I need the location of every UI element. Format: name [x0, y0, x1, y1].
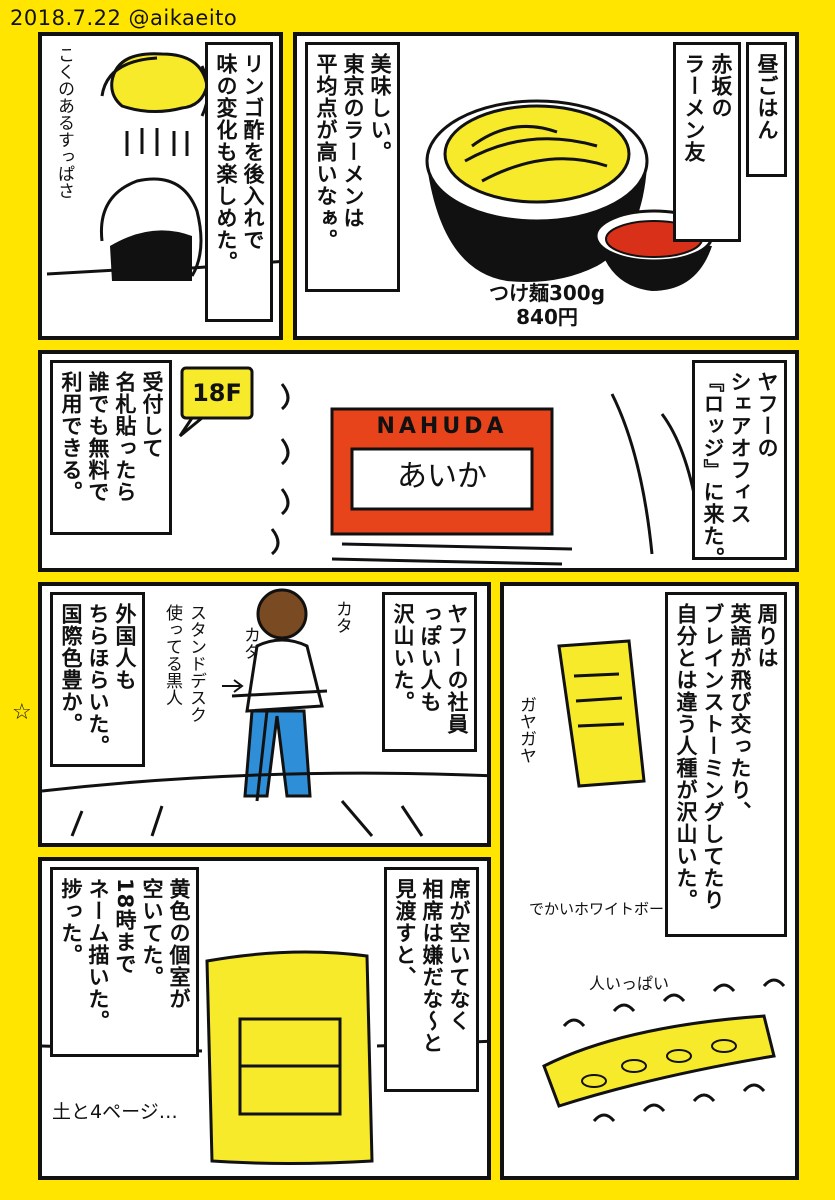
caption-foreigners: 外国人も ちらほらいた。 国際色豊か。 [50, 592, 145, 767]
handwriting-rich-sour: こくのあるすっぱさ [54, 46, 74, 199]
panel-employees: スタンドデスク 使ってる黒人 カタ カタ ヤフーの社員 っぽい人も 沢山いた。 … [38, 582, 491, 847]
panel-international: ガヤガヤ でかいホワイトボード 人いっぱい 周りは 英語が飛び交ったり、 ブレイ… [500, 582, 799, 1180]
caption-place: 赤坂の ラーメン友 [673, 42, 741, 242]
handwriting-whiteboard: でかいホワイトボード [528, 900, 679, 918]
panel-yahoo-lodge: 18F NAHUDA あいか ヤフーの シェアオフィス 『ロッジ』に来た。 受付… [38, 350, 799, 572]
whiteboard-illustration [542, 639, 786, 1123]
panel-yellow-room: 土と4ページ… 席が空いてなく 相席は嫌だな〜と 見渡すと、 黄色の個室が 空い… [38, 857, 491, 1180]
yellow-room-illustration [42, 950, 487, 1165]
star-icon: ☆ [12, 700, 32, 725]
nametag-header: NAHUDA [376, 414, 508, 439]
caption-title: 昼ごはん [746, 42, 787, 177]
menu-item-name: つけ麺300g [488, 281, 606, 305]
handwriting-four-pages: 土と4ページ… [52, 1101, 178, 1123]
standing-desk-illustration [42, 588, 487, 837]
menu-item-price: 840円 [516, 305, 578, 329]
floor-sign: 18F [192, 379, 242, 407]
date-credit: 2018.7.22 @aikaeito [10, 6, 238, 30]
nametag-name: あいか [397, 459, 487, 494]
caption-comment: 美味しい。 東京のラーメンは 平均点が高いなぁ。 [305, 42, 400, 292]
panel-apple-vinegar: こくのあるすっぱさ リンゴ酢を後入れで 味の変化も楽しめた。 [38, 32, 283, 340]
caption-no-seats: 席が空いてなく 相席は嫌だな〜と 見渡すと、 [384, 867, 479, 1092]
sfx-kata-1: カタ [332, 600, 352, 634]
panel-ramen: 昼ごはん 赤坂の ラーメン友 美味しい。 東京のラーメンは 平均点が高いなぁ。 … [293, 32, 799, 340]
sfx-kata-2: カタ [240, 626, 260, 660]
caption-lodge-arrival: ヤフーの シェアオフィス 『ロッジ』に来た。 [692, 360, 787, 568]
handwriting-standing-desk: スタンドデスク 使ってる黒人 [162, 604, 206, 723]
caption-apple-vinegar: リンゴ酢を後入れで 味の変化も楽しめた。 [205, 42, 273, 322]
handwriting-chatter: ガヤガヤ [516, 696, 536, 764]
ramen-illustration [425, 99, 714, 291]
caption-yahoo-staff: ヤフーの社員 っぽい人も 沢山いた。 [382, 592, 477, 752]
handwriting-crowd: 人いっぱい [588, 974, 669, 993]
caption-free-use: 受付して 名札貼ったら 誰でも無料で 利用できる。 [50, 360, 172, 535]
caption-diverse-people: 周りは 英語が飛び交ったり、 ブレインストーミングしてたり 自分とは違う人種が沢… [665, 592, 787, 937]
caption-yellow-room: 黄色の個室が 空いてた。 18時まで ネーム描いた。 捗った。 [50, 867, 199, 1057]
nametag-illustration [178, 366, 704, 566]
